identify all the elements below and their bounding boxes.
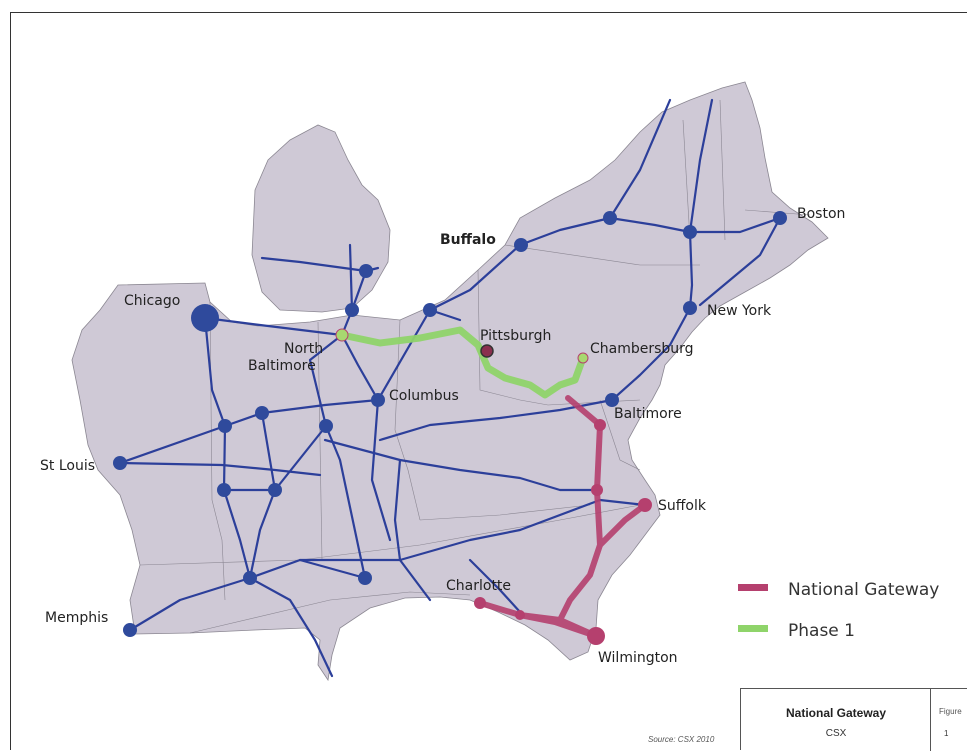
label-baltimore: Baltimore xyxy=(614,406,682,422)
label-columbus: Columbus xyxy=(389,388,459,404)
label-new-york: New York xyxy=(707,303,772,319)
rail-line xyxy=(688,98,714,234)
rail-line xyxy=(248,576,334,678)
legend-label-national-gateway: National Gateway xyxy=(788,580,939,600)
map-frame xyxy=(10,12,967,750)
michigan-region xyxy=(251,124,391,313)
label-charlotte: Charlotte xyxy=(446,578,511,594)
chicago-node xyxy=(191,304,219,332)
rail-line xyxy=(608,98,672,220)
suffolk-node xyxy=(638,498,652,512)
rail-line xyxy=(468,558,522,614)
memphis-node xyxy=(123,623,137,637)
rail-line xyxy=(698,216,782,307)
label-wilmington: Wilmington xyxy=(598,650,678,666)
rail-line xyxy=(323,438,602,492)
label-boston: Boston xyxy=(797,206,845,222)
rail-line xyxy=(248,411,277,580)
baltimore-node xyxy=(605,393,619,407)
title-block-main: National Gateway CSX xyxy=(741,689,931,751)
phase-nodes xyxy=(335,328,589,364)
wilmington-node xyxy=(587,627,605,645)
rail-line xyxy=(222,424,252,580)
rail-line xyxy=(118,424,227,465)
label-chicago: Chicago xyxy=(124,293,180,309)
label-chambersburg: Chambersburg xyxy=(590,341,694,357)
state-boundaries xyxy=(139,99,811,634)
rail-line xyxy=(223,398,380,428)
label-suffolk: Suffolk xyxy=(658,498,707,514)
rail-line xyxy=(348,243,354,312)
north-baltimore-node xyxy=(335,328,349,342)
map-legend: National Gateway Phase 1 xyxy=(738,580,939,641)
label-north-baltimore-line1: North xyxy=(284,341,323,357)
label-st-louis: St Louis xyxy=(40,458,95,474)
rail-line xyxy=(393,458,432,602)
figure-label: Figure xyxy=(939,707,962,716)
rail-line xyxy=(298,498,647,562)
legend-swatch-phase-1 xyxy=(738,625,768,632)
label-buffalo: Buffalo xyxy=(440,232,496,248)
phase-1-route xyxy=(338,326,587,399)
st-louis-node xyxy=(113,456,127,470)
rail-line xyxy=(203,316,227,428)
rail-line xyxy=(308,333,344,428)
new-york-node xyxy=(683,301,697,315)
label-north-baltimore-line2: Baltimore xyxy=(248,358,316,374)
charlotte-node xyxy=(474,597,486,609)
source-note: Source: CSX 2010 xyxy=(648,735,715,744)
legend-label-phase-1: Phase 1 xyxy=(788,621,855,641)
legend-swatch-national-gateway xyxy=(738,584,768,591)
title-block: National Gateway CSX Figure 1 xyxy=(740,688,967,751)
pittsburgh-node xyxy=(480,344,494,358)
columbus-node xyxy=(371,393,385,407)
label-memphis: Memphis xyxy=(45,610,108,626)
rail-line xyxy=(610,230,694,402)
rail-line xyxy=(324,424,367,580)
chambersburg-node xyxy=(577,352,589,364)
city-nodes xyxy=(113,211,787,637)
rail-line xyxy=(118,461,322,477)
title-block-title: National Gateway xyxy=(785,706,887,720)
rail-line xyxy=(376,216,782,402)
label-pittsburgh: Pittsburgh xyxy=(480,328,551,344)
gateway-nodes xyxy=(474,419,652,645)
city-labels: Boston Buffalo Chicago New York Pittsbur… xyxy=(40,206,845,666)
title-block-org: CSX xyxy=(825,728,847,739)
boston-node xyxy=(773,211,787,225)
figure-number: 1 xyxy=(944,729,949,738)
